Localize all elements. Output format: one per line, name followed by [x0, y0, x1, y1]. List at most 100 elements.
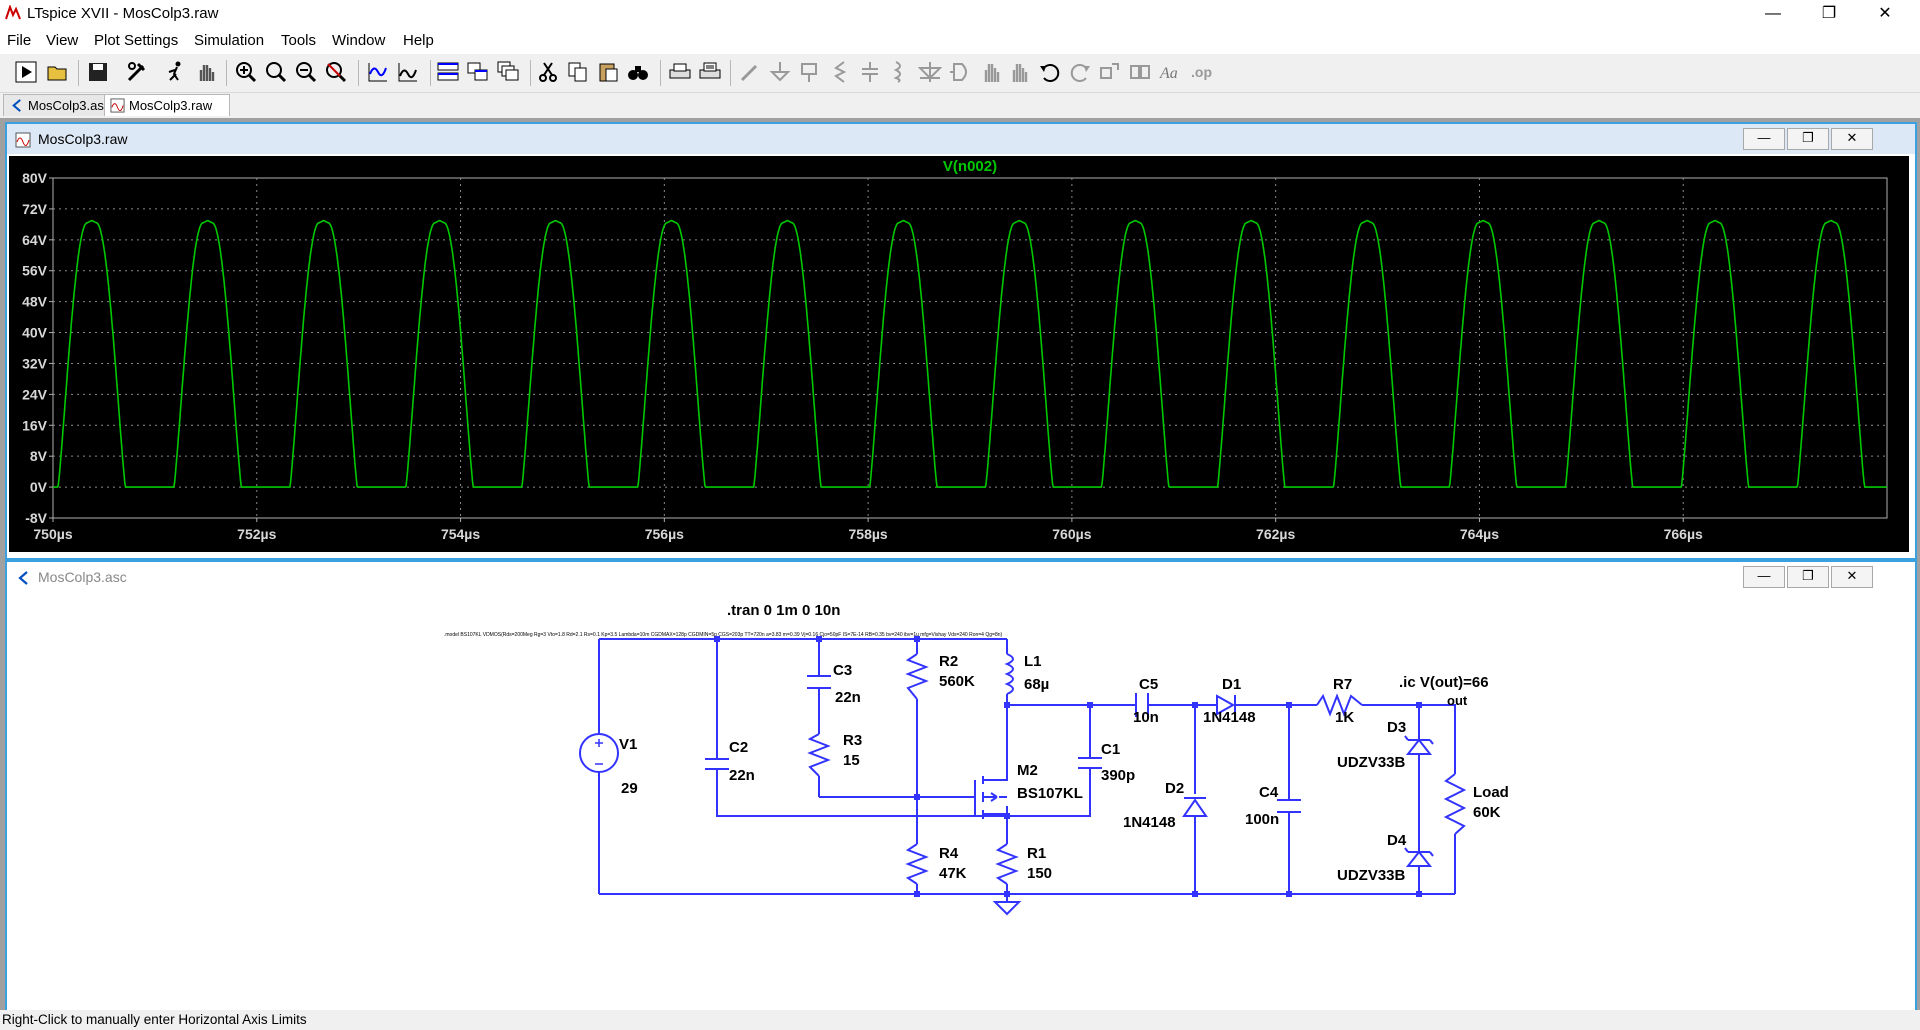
undo-icon[interactable] — [1038, 60, 1062, 84]
schematic-canvas[interactable]: .tran 0 1m 0 10n .model BS107KL VDMOS(Rd… — [7, 594, 1911, 1008]
waveform-restore-button[interactable]: ❐ — [1787, 128, 1829, 150]
menu-window[interactable]: Window — [332, 32, 386, 49]
move-icon[interactable] — [978, 60, 1002, 84]
resistor-icon[interactable] — [828, 60, 852, 84]
redo-icon[interactable] — [1068, 60, 1092, 84]
c2-ref: C2 — [729, 739, 748, 756]
control-panel-icon[interactable] — [124, 60, 148, 84]
d3-value: UDZV33B — [1337, 754, 1406, 771]
schematic-window: MosColp3.asc — ❐ ✕ — [5, 560, 1917, 1012]
load-symbol — [1443, 773, 1467, 835]
v1-symbol — [579, 733, 619, 773]
y-tick-label: 0V — [30, 479, 48, 495]
close-button[interactable]: ✕ — [1878, 5, 1892, 22]
inductor-icon[interactable] — [888, 60, 912, 84]
tab-schematic[interactable]: MosColp3.asc — [3, 94, 129, 116]
print-icon[interactable] — [668, 60, 692, 84]
diode-icon[interactable] — [918, 60, 942, 84]
spice-directive-icon[interactable]: .op — [1190, 60, 1214, 84]
waveform-close-button[interactable]: ✕ — [1831, 128, 1873, 150]
component-icon[interactable] — [948, 60, 972, 84]
toolbar: Aa .op — [0, 54, 1920, 93]
tile-vertical-icon[interactable] — [466, 60, 490, 84]
ic-directive[interactable]: .ic V(out)=66 — [1399, 674, 1489, 691]
schematic-close-button[interactable]: ✕ — [1831, 566, 1873, 588]
d4-symbol — [1404, 847, 1434, 867]
print-preview-icon[interactable] — [698, 60, 722, 84]
menu-view[interactable]: View — [46, 32, 79, 49]
menu-plot-settings[interactable]: Plot Settings — [94, 32, 179, 49]
text-icon[interactable]: Aa — [1158, 60, 1182, 84]
x-tick-label: 758µs — [849, 526, 888, 542]
l1-ref: L1 — [1024, 653, 1042, 670]
mirror-icon[interactable] — [1128, 60, 1152, 84]
zoom-in-icon[interactable] — [234, 60, 258, 84]
capacitor-icon[interactable] — [858, 60, 882, 84]
waveform-minimize-button[interactable]: — — [1743, 128, 1785, 150]
schematic-restore-button[interactable]: ❐ — [1787, 566, 1829, 588]
run-icon[interactable] — [14, 60, 38, 84]
l1-value: 68µ — [1024, 676, 1049, 693]
d4-ref: D4 — [1387, 832, 1407, 849]
waveform-window-caption: MosColp3.raw — ❐ ✕ — [7, 124, 1915, 154]
drag-icon[interactable] — [1008, 60, 1032, 84]
minimize-button[interactable]: — — [1765, 5, 1781, 22]
schematic-icon — [12, 99, 21, 112]
waveform-window-title: MosColp3.raw — [38, 131, 128, 147]
menu-tools[interactable]: Tools — [281, 32, 317, 49]
paste-icon[interactable] — [596, 60, 620, 84]
model-directive[interactable]: .model BS107KL VDMOS(Rds=200Meg Rg=3 Vto… — [444, 632, 1003, 638]
tab-schematic-label: MosColp3.asc — [28, 98, 111, 113]
label-net-icon[interactable] — [798, 60, 822, 84]
menu-simulation[interactable]: Simulation — [194, 32, 265, 49]
open-icon[interactable] — [46, 60, 70, 84]
y-tick-label: 32V — [22, 355, 48, 371]
schematic-minimize-button[interactable]: — — [1743, 566, 1785, 588]
c2-value: 22n — [729, 767, 755, 784]
manual-limits-icon[interactable] — [396, 60, 420, 84]
rotate-icon[interactable] — [1098, 60, 1122, 84]
y-tick-label: 64V — [22, 232, 48, 248]
zoom-out-icon[interactable] — [294, 60, 318, 84]
cascade-icon[interactable] — [496, 60, 520, 84]
d2-symbol — [1182, 797, 1208, 817]
menu-file[interactable]: File — [7, 32, 32, 49]
junctions — [714, 636, 1422, 897]
tab-waveform[interactable]: MosColp3.raw — [104, 94, 230, 116]
tran-directive[interactable]: .tran 0 1m 0 10n — [727, 602, 840, 619]
plot-frame — [52, 177, 1888, 519]
menu-help[interactable]: Help — [403, 32, 434, 49]
v1-ref: V1 — [619, 736, 637, 753]
c1-ref: C1 — [1101, 741, 1120, 758]
cut-icon[interactable] — [536, 60, 560, 84]
save-icon[interactable] — [86, 60, 110, 84]
r4-value: 47K — [939, 865, 967, 882]
x-tick-label: 756µs — [645, 526, 684, 542]
copy-icon[interactable] — [566, 60, 590, 84]
trace-v-n002 — [53, 219, 1887, 488]
ground-icon[interactable] — [768, 60, 792, 84]
svg-text:.op: .op — [1191, 64, 1212, 80]
x-tick-label: 766µs — [1664, 526, 1703, 542]
svg-text:Aa: Aa — [1159, 65, 1178, 82]
d4-value: UDZV33B — [1337, 867, 1406, 884]
autorange-icon[interactable] — [366, 60, 390, 84]
pan-icon[interactable] — [194, 60, 218, 84]
wire-icon[interactable] — [738, 60, 762, 84]
schematic-icon — [18, 571, 28, 585]
net-label-out[interactable]: out — [1447, 693, 1468, 708]
halt-icon[interactable] — [164, 60, 188, 84]
r2-symbol — [905, 653, 929, 700]
zoom-fit-icon[interactable] — [324, 60, 348, 84]
schematic-labels: .tran 0 1m 0 10n .model BS107KL VDMOS(Rd… — [444, 602, 1509, 884]
y-tick-label: 40V — [22, 325, 48, 341]
find-icon[interactable] — [626, 60, 650, 84]
d3-ref: D3 — [1387, 719, 1406, 736]
tile-horizontal-icon[interactable] — [436, 60, 460, 84]
r2-value: 560K — [939, 673, 975, 690]
maximize-button[interactable]: ❐ — [1821, 5, 1837, 22]
zoom-area-icon[interactable] — [264, 60, 288, 84]
y-tick-label: 56V — [22, 263, 48, 279]
